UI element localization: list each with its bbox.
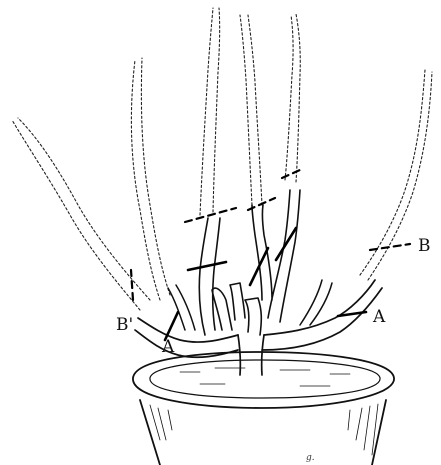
shoot-left [131,58,170,300]
label-a-left: A [161,337,175,357]
left-upright-branch [199,218,220,335]
cut-center-upright [250,248,268,285]
pot-body [140,400,386,465]
left-arm [135,318,238,357]
shoot-center-left [200,8,220,215]
pruning-cuts [131,170,410,340]
cut-a-left [165,312,178,340]
center-uprights [212,283,261,335]
cut-b-left [131,270,133,300]
artist-mark: g. [306,453,315,463]
shoot-center [240,15,262,205]
cut-left-upright [188,262,226,270]
trunk [238,335,264,375]
new-growth-shoots [12,8,432,310]
flower-pot [133,352,394,465]
pot-rim-inner [150,360,380,398]
cut-top-left [185,208,236,222]
shoot-center-right [285,14,300,182]
cut-top-right [282,170,300,178]
shoot-far-left [12,118,150,310]
label-b-left: B' [116,315,133,335]
right-spur [300,280,332,325]
label-a-right: A [372,307,386,327]
pot-hatching [150,368,378,455]
right-arm [262,280,382,350]
label-b-right: B [418,236,431,256]
